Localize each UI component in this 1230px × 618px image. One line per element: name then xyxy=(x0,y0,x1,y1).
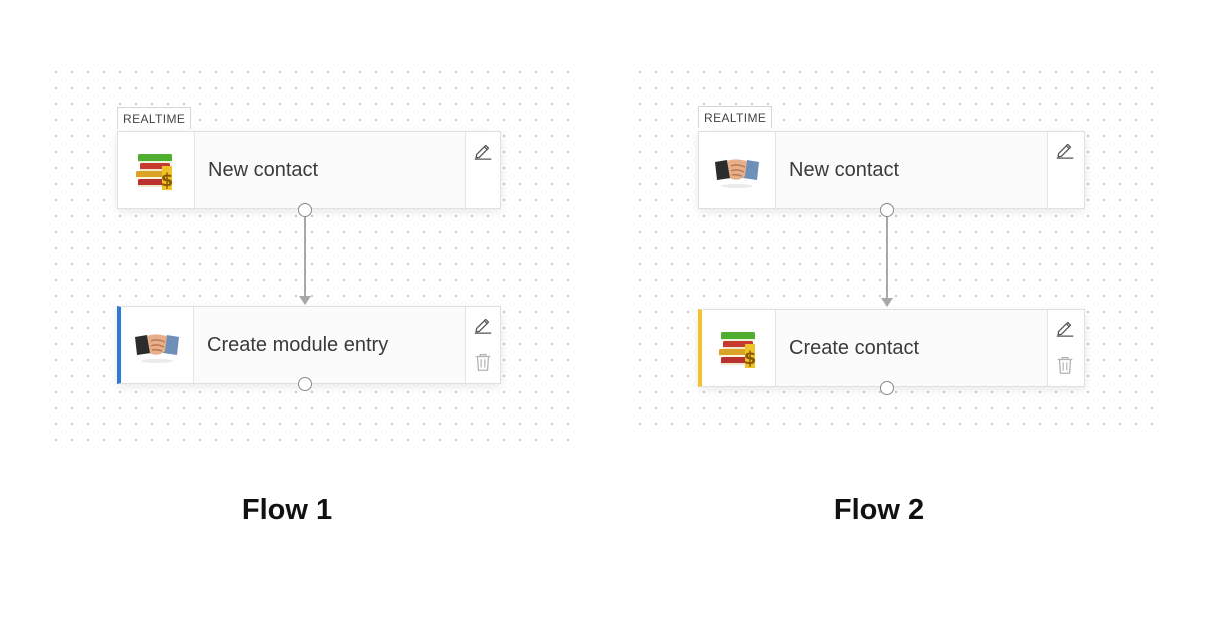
output-port[interactable] xyxy=(298,203,312,217)
trigger-node[interactable]: New contact xyxy=(698,131,1085,209)
connector-line xyxy=(304,217,306,297)
node-label: Create module entry xyxy=(207,333,389,356)
output-port[interactable] xyxy=(298,377,312,391)
books-dollar-icon xyxy=(118,132,195,208)
node-actions xyxy=(1047,132,1084,208)
node-actions xyxy=(465,307,500,383)
handshake-icon xyxy=(121,307,194,383)
output-port[interactable] xyxy=(880,203,894,217)
flow-title: Flow 2 xyxy=(833,494,925,526)
output-port[interactable] xyxy=(880,381,894,395)
books-dollar-icon xyxy=(702,310,776,386)
node-label: New contact xyxy=(208,158,319,181)
edit-icon[interactable] xyxy=(1053,137,1077,161)
trigger-node[interactable]: New contact xyxy=(117,131,501,209)
connector-arrow xyxy=(299,296,311,305)
realtime-badge: REALTIME xyxy=(698,106,773,128)
edit-icon[interactable] xyxy=(471,312,495,336)
edit-icon[interactable] xyxy=(1053,315,1077,339)
flow-title: Flow 1 xyxy=(241,494,333,526)
trash-icon[interactable] xyxy=(471,350,495,374)
connector-arrow xyxy=(881,298,893,307)
node-label: New contact xyxy=(789,158,900,181)
action-node[interactable]: Create contact xyxy=(698,309,1085,387)
edit-icon[interactable] xyxy=(471,138,495,162)
node-actions xyxy=(1047,310,1084,386)
connector-line xyxy=(886,217,888,299)
node-label: Create contact xyxy=(789,336,920,359)
node-actions xyxy=(465,132,500,208)
trash-icon[interactable] xyxy=(1053,353,1077,377)
realtime-badge: REALTIME xyxy=(117,107,192,129)
handshake-icon xyxy=(699,132,776,208)
action-node[interactable]: Create module entry xyxy=(117,306,501,384)
